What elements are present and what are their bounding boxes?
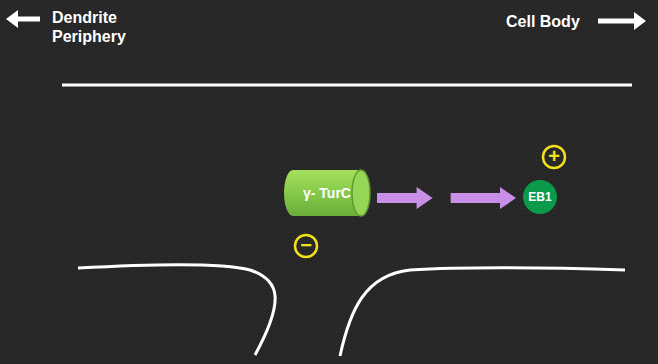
cylinder-end [352,170,370,216]
membrane-line [62,84,632,87]
direction-arrow [598,19,636,24]
eb1-circle: EB1 [523,180,557,214]
minus-sign: − [300,235,312,255]
direction-arrowhead [634,12,646,30]
circle-fill [523,180,557,214]
growth-arrow [377,187,433,209]
minus-end-circle [295,235,317,257]
plus-end-circle [543,146,565,168]
cylinder-body [284,170,370,216]
node-text: γ- TurC [303,185,351,201]
direction-label: Dendrite Periphery [52,8,182,46]
branch-outline [340,268,625,356]
plus-sign: + [548,146,560,166]
direction-label: Cell Body [506,12,580,31]
direction-arrowhead [6,10,18,28]
gamma-turc-cylinder: γ- TurC [284,169,370,217]
growth-arrow [451,187,516,209]
branch-outline [78,265,275,356]
node-text: EB1 [528,190,551,204]
